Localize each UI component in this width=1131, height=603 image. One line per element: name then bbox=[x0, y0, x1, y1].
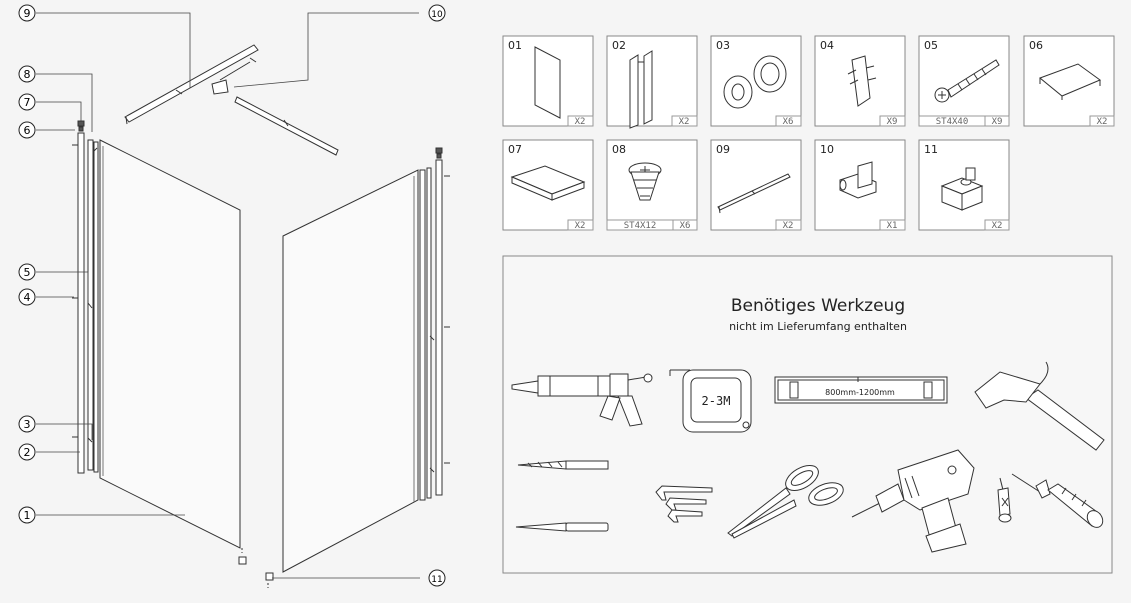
bottom-blocks bbox=[238, 548, 274, 588]
part-qty: X9 bbox=[887, 117, 898, 127]
left-wall-profile bbox=[77, 120, 99, 474]
part-qty: X6 bbox=[783, 117, 794, 127]
floor-block-icon bbox=[940, 167, 984, 211]
part-qty: X6 bbox=[680, 221, 691, 231]
spirit-level-label: 800mm-1200mm bbox=[825, 388, 895, 397]
part-number: 03 bbox=[716, 39, 730, 52]
tools-title: Benötiges Werkzeug bbox=[731, 296, 905, 316]
countersunk-screw-icon bbox=[628, 162, 662, 201]
caulking-gun-icon bbox=[511, 373, 653, 427]
hex-key-icon bbox=[655, 485, 713, 523]
tools-subtitle: nicht im Lieferumfang enthalten bbox=[729, 320, 907, 333]
stabilizer-bars bbox=[124, 44, 339, 156]
wall-plug-icon bbox=[847, 55, 877, 107]
callout-10: 10 bbox=[431, 10, 443, 20]
part-number: 08 bbox=[612, 143, 626, 156]
part-number: 10 bbox=[820, 143, 834, 156]
part-number: 07 bbox=[508, 143, 522, 156]
right-glass-panel bbox=[282, 169, 419, 573]
profile-cover-icon bbox=[510, 165, 586, 201]
part-number: 09 bbox=[716, 143, 730, 156]
callout-4: 4 bbox=[24, 291, 31, 304]
callout-5: 5 bbox=[24, 266, 31, 279]
drill-bit-icon bbox=[517, 460, 609, 470]
parts-list: 01 X2 02 X2 03 bbox=[502, 35, 1115, 231]
callout-2: 2 bbox=[24, 446, 31, 459]
part-card-07: 07 X2 bbox=[502, 139, 594, 231]
part-card-11: 11 X2 bbox=[918, 139, 1010, 231]
part-number: 01 bbox=[508, 39, 522, 52]
end-cap-icon bbox=[1039, 63, 1102, 100]
part-card-04: 04 X9 bbox=[814, 35, 906, 127]
tape-measure-label: 2-3M bbox=[702, 394, 731, 408]
screw-icon bbox=[934, 59, 1000, 103]
part-spec: ST4X40 bbox=[936, 117, 969, 127]
part-qty: X1 bbox=[887, 221, 898, 231]
part-qty: X2 bbox=[575, 221, 586, 231]
cordless-drill-icon bbox=[851, 449, 975, 553]
wall-profile-icon bbox=[629, 50, 653, 129]
t-connector-icon bbox=[839, 161, 877, 199]
callout-numbers: 9 10 8 7 6 5 4 3 2 1 11 bbox=[18, 4, 446, 587]
callout-3: 3 bbox=[24, 418, 31, 431]
screwdriver-icon bbox=[1011, 473, 1104, 528]
callout-6: 6 bbox=[24, 124, 31, 137]
part-card-06: 06 X2 bbox=[1023, 35, 1115, 127]
part-card-05: 05 ST4X40 X9 bbox=[918, 35, 1010, 127]
part-qty: X2 bbox=[783, 221, 794, 231]
glass-panel-icon bbox=[534, 46, 561, 119]
part-qty: X2 bbox=[992, 221, 1003, 231]
exploded-view bbox=[36, 12, 450, 588]
screwdriver-bit-icon bbox=[997, 477, 1012, 523]
masonry-bit-icon bbox=[515, 522, 609, 532]
part-card-09: 09 X2 bbox=[710, 139, 802, 231]
part-qty: X2 bbox=[575, 117, 586, 127]
part-number: 02 bbox=[612, 39, 626, 52]
part-card-10: 10 X1 bbox=[814, 139, 906, 231]
callout-leaders bbox=[36, 12, 420, 579]
part-number: 05 bbox=[924, 39, 938, 52]
callout-8: 8 bbox=[24, 68, 31, 81]
stabilizer-bar-icon bbox=[717, 173, 791, 214]
part-number: 11 bbox=[924, 143, 938, 156]
part-card-02: 02 X2 bbox=[606, 35, 698, 129]
callout-7: 7 bbox=[24, 96, 31, 109]
part-card-08: 08 ST4X12 X6 bbox=[606, 139, 698, 231]
right-wall-profile bbox=[419, 147, 443, 501]
glass-seal-icon bbox=[723, 55, 787, 109]
scissors-icon bbox=[727, 465, 844, 539]
part-qty: X9 bbox=[992, 117, 1003, 127]
tools-panel: Benötiges Werkzeug nicht im Lieferumfang… bbox=[502, 255, 1113, 574]
tape-measure-icon bbox=[669, 369, 752, 433]
spirit-level-icon bbox=[774, 376, 948, 404]
hammer-icon bbox=[974, 361, 1105, 451]
part-number: 04 bbox=[820, 39, 834, 52]
part-qty: X2 bbox=[1097, 117, 1108, 127]
part-card-01: 01 X2 bbox=[502, 35, 594, 127]
part-number: 06 bbox=[1029, 39, 1043, 52]
part-spec: ST4X12 bbox=[624, 221, 657, 231]
callout-1: 1 bbox=[24, 509, 31, 522]
left-glass-panel bbox=[99, 139, 241, 549]
callout-11: 11 bbox=[431, 575, 442, 585]
profile-screws bbox=[72, 144, 450, 473]
callout-9: 9 bbox=[24, 7, 31, 20]
part-qty: X2 bbox=[679, 117, 690, 127]
part-card-03: 03 X6 bbox=[710, 35, 802, 127]
